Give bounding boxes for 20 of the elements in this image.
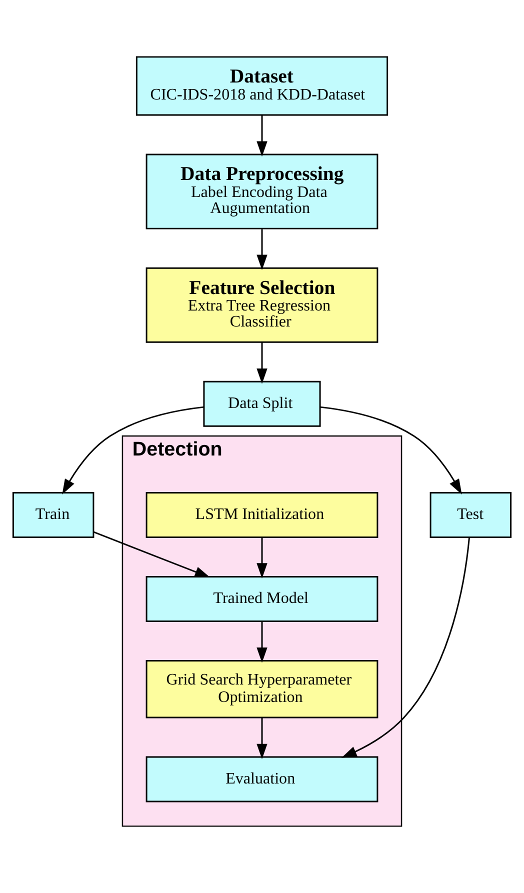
- node-box: Test: [430, 492, 512, 538]
- node-box: Evaluation: [146, 756, 378, 802]
- node-box: Dataset CIC-IDS-2018 and KDD-Dataset: [136, 56, 388, 116]
- arrow: [62, 406, 204, 494]
- node-box: Train: [12, 492, 94, 538]
- arrow: [320, 406, 462, 494]
- node-box: Trained Model: [146, 576, 378, 622]
- arrow: [93, 531, 210, 578]
- node-box: Grid Search Hyperparameter Optimization: [146, 660, 378, 718]
- node-box: LSTM Initialization: [146, 492, 378, 538]
- arrow: [256, 115, 268, 157]
- arrow: [256, 342, 268, 384]
- arrow: [256, 621, 268, 663]
- arrow: [256, 229, 268, 270]
- arrow: [341, 537, 470, 758]
- node-box: Feature Selection Extra Tree Regression Classifier: [146, 267, 378, 343]
- node-box: Data Split: [203, 380, 321, 427]
- arrow: [256, 538, 268, 578]
- node-box: Data Preprocessing Label Encoding Data Augumentation: [146, 154, 378, 230]
- arrow: [256, 718, 268, 760]
